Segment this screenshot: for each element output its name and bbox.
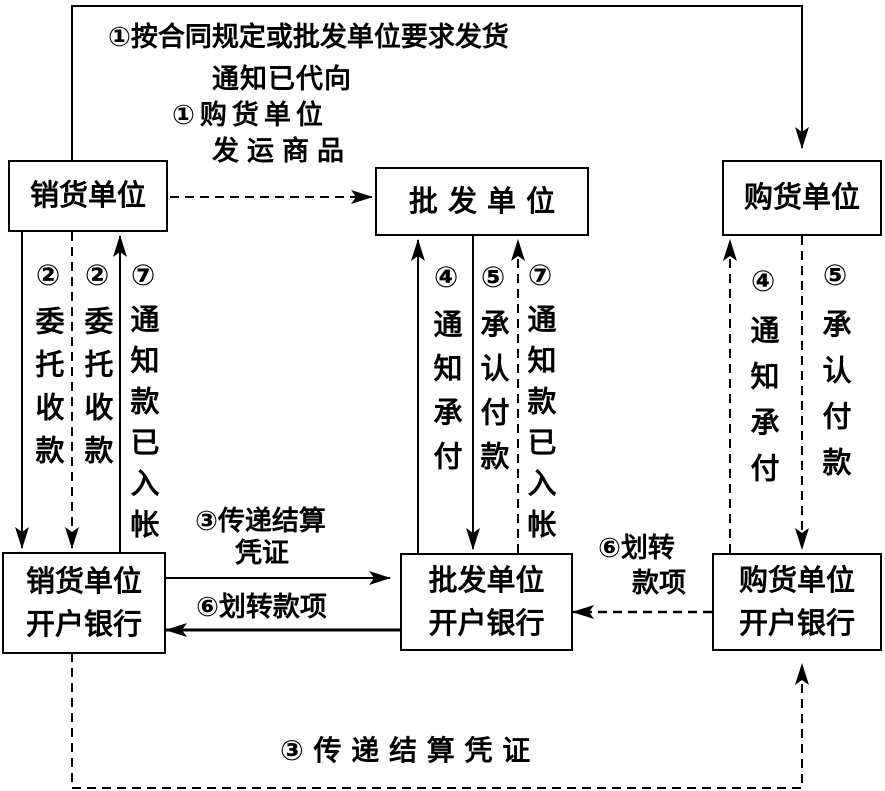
node-buyer-bank: 购货单位开户银行 [712,553,882,651]
label-seller-collect-2: ②委托收款 [80,258,114,478]
node-seller: 销货单位 [8,160,168,232]
label-notify-shipped-2: ①购货单位 [172,100,328,131]
node-label: 购货单位 [738,562,855,597]
label-pass-voucher-bottom: ③ 传 递 结 算 凭 证 [280,734,531,767]
label-pass-voucher-mid-1: ③传递结算 [195,506,326,537]
node-seller-bank: 销货单位开户银行 [2,552,166,654]
top-loop-arrow [71,5,809,160]
node-wholesaler: 批 发 单 位 [375,167,589,236]
node-label: 开户银行 [25,607,142,641]
node-wholesaler-bank: 批发单位开户银行 [400,553,573,651]
label-buyer-notify-pay: ④通知承付 [746,264,780,499]
label-transfer-right-1: ⑥划转 [598,533,675,564]
node-label: 批 发 单 位 [408,183,556,218]
node-label: 购货单位 [743,180,860,215]
node-label: 销货单位 [29,178,146,213]
label-ship-by-contract: ①按合同规定或批发单位要求发货 [108,22,509,53]
label-transfer-right-2: 款项 [632,568,686,599]
node-label: 开户银行 [738,606,855,640]
node-buyer: 购货单位 [722,160,882,236]
bottom-voucher-loop-arrow [71,653,809,789]
label-wholesaler-credited: ⑦通知款已入帐 [523,258,557,550]
label-wholesaler-accept-pay: ⑤承认付款 [476,260,510,485]
node-label: 销货单位 [25,563,142,598]
node-label: 批发单位 [428,562,545,597]
label-transfer-mid: ⑥划转款项 [196,592,327,623]
label-pass-voucher-mid-2: 凭证 [235,538,289,569]
label-seller-credited: ⑦通知款已入帐 [126,258,160,550]
node-label: 开户银行 [428,606,545,640]
label-notify-shipped-3: 发运商品 [212,136,352,167]
label-wholesaler-notify-pay: ④通知承付 [429,260,463,485]
label-seller-collect-1: ②委托收款 [31,258,65,478]
label-buyer-accept-pay: ⑤承认付款 [818,258,852,493]
label-notify-shipped-1: 通知已代向 [212,64,352,95]
